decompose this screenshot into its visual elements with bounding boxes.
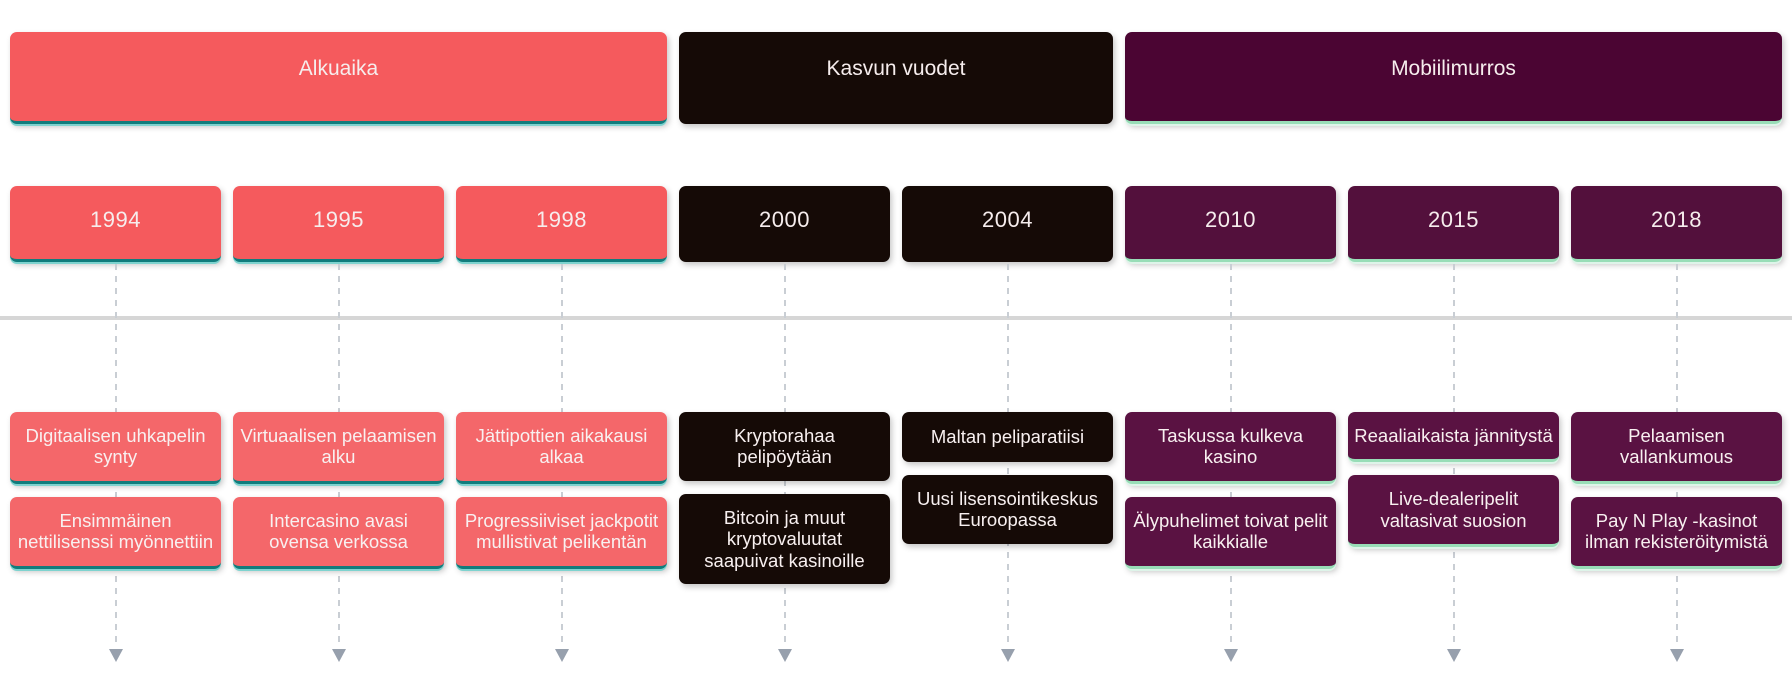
milestone-title: Jättipottien aikakausi alkaa (475, 425, 648, 468)
year-label: 2010 (1205, 207, 1256, 232)
arrow-down-icon (554, 649, 569, 662)
milestone-column: Maltan peliparatiisi Uusi lisensointikes… (902, 412, 1113, 584)
milestone-column: Jättipottien aikakausi alkaa Progressiiv… (456, 412, 667, 584)
year-row: 1994 1995 1998 2000 2004 2010 2015 2018 (0, 186, 1792, 262)
milestone-column: Digitaalisen uhkapelin synty Ensimmäinen… (10, 412, 221, 584)
milestone-title-box: Pelaamisen vallankumous (1571, 412, 1782, 484)
milestone-description-box: Intercasino avasi ovensa verkossa (233, 496, 444, 569)
era-header: Mobiilimurros (1125, 32, 1782, 124)
year-box: 2004 (902, 186, 1113, 262)
milestone-column: Pelaamisen vallankumous Pay N Play -kasi… (1571, 412, 1782, 584)
year-label: 2000 (759, 207, 810, 232)
year-box: 2000 (679, 186, 890, 262)
milestone-column: Reaaliaikaista jännitystä Live-dealeripe… (1348, 412, 1559, 584)
year-box: 2010 (1125, 186, 1336, 262)
milestone-title-box: Maltan peliparatiisi (902, 412, 1113, 462)
milestone-title: Maltan peliparatiisi (930, 426, 1085, 448)
milestone-title: Reaaliaikaista jännitystä (1354, 425, 1553, 446)
year-label: 1998 (536, 207, 587, 232)
milestone-title: Pelaamisen vallankumous (1619, 425, 1734, 468)
year-label: 1995 (313, 207, 364, 232)
milestone-title-box: Virtuaalisen pelaamisen alku (233, 412, 444, 484)
milestone-description: Älypuhelimet toivat pelit kaikkialle (1133, 509, 1328, 553)
milestone-description: Bitcoin ja muut kryptovaluutat saapuivat… (704, 506, 865, 571)
milestone-description: Ensimmäinen nettilisenssi myönnettiin (17, 509, 214, 553)
milestone-description: Uusi lisensointikeskus Euroopassa (917, 488, 1098, 531)
milestone-description-box: Bitcoin ja muut kryptovaluutat saapuivat… (679, 493, 890, 585)
year-label: 2004 (982, 207, 1033, 232)
milestone-description-box: Pay N Play -kasinot ilman rekisteröitymi… (1571, 496, 1782, 569)
year-box: 2015 (1348, 186, 1559, 262)
milestone-title-box: Kryptorahaa pelipöytään (679, 412, 890, 481)
milestone-title: Digitaalisen uhkapelin synty (25, 425, 206, 468)
milestone-column: Kryptorahaa pelipöytään Bitcoin ja muut … (679, 412, 890, 585)
milestone-description: Progressiiviset jackpotit mullistivat pe… (464, 509, 659, 553)
milestone-description: Intercasino avasi ovensa verkossa (269, 509, 408, 553)
milestone-description-box: Progressiiviset jackpotit mullistivat pe… (456, 496, 667, 569)
milestone-title-box: Reaaliaikaista jännitystä (1348, 412, 1559, 463)
milestone-title-box: Jättipottien aikakausi alkaa (456, 412, 667, 484)
timeline-body: Digitaalisen uhkapelin synty Ensimmäinen… (0, 262, 1792, 690)
era-label: Kasvun vuodet (826, 57, 966, 80)
timeline-axis-line (0, 316, 1792, 320)
arrow-down-icon (1669, 649, 1684, 662)
arrow-down-icon (1000, 649, 1015, 662)
milestone-title: Virtuaalisen pelaamisen alku (240, 425, 437, 468)
era-header: Alkuaika (10, 32, 667, 124)
era-header-row: Alkuaika Kasvun vuodet Mobiilimurros (0, 32, 1792, 124)
milestone-description: Pay N Play -kasinot ilman rekisteröitymi… (1585, 509, 1768, 553)
arrow-down-icon (108, 649, 123, 662)
year-label: 1994 (90, 207, 141, 232)
era-label: Alkuaika (298, 57, 379, 80)
milestone-title: Kryptorahaa pelipöytään (734, 425, 835, 468)
arrow-down-icon (331, 649, 346, 662)
year-box: 1994 (10, 186, 221, 262)
year-label: 2018 (1651, 207, 1702, 232)
milestone-title-box: Taskussa kulkeva kasino (1125, 412, 1336, 484)
milestone-description-box: Ensimmäinen nettilisenssi myönnettiin (10, 496, 221, 569)
milestone-title: Taskussa kulkeva kasino (1158, 425, 1303, 468)
arrow-down-icon (1223, 649, 1238, 662)
era-label: Mobiilimurros (1391, 57, 1516, 80)
milestone-description: Live-dealeripelit valtasivat suosion (1380, 488, 1527, 531)
year-box: 1998 (456, 186, 667, 262)
arrow-down-icon (1446, 649, 1461, 662)
milestone-content-row: Digitaalisen uhkapelin synty Ensimmäinen… (0, 412, 1792, 585)
milestone-description-box: Älypuhelimet toivat pelit kaikkialle (1125, 496, 1336, 569)
year-label: 2015 (1428, 207, 1479, 232)
milestone-description-box: Live-dealeripelit valtasivat suosion (1348, 475, 1559, 548)
milestone-description-box: Uusi lisensointikeskus Euroopassa (902, 475, 1113, 544)
arrow-down-icon (777, 649, 792, 662)
milestone-title-box: Digitaalisen uhkapelin synty (10, 412, 221, 484)
year-box: 1995 (233, 186, 444, 262)
year-box: 2018 (1571, 186, 1782, 262)
milestone-column: Taskussa kulkeva kasino Älypuhelimet toi… (1125, 412, 1336, 584)
era-header: Kasvun vuodet (679, 32, 1113, 124)
milestone-column: Virtuaalisen pelaamisen alku Intercasino… (233, 412, 444, 584)
